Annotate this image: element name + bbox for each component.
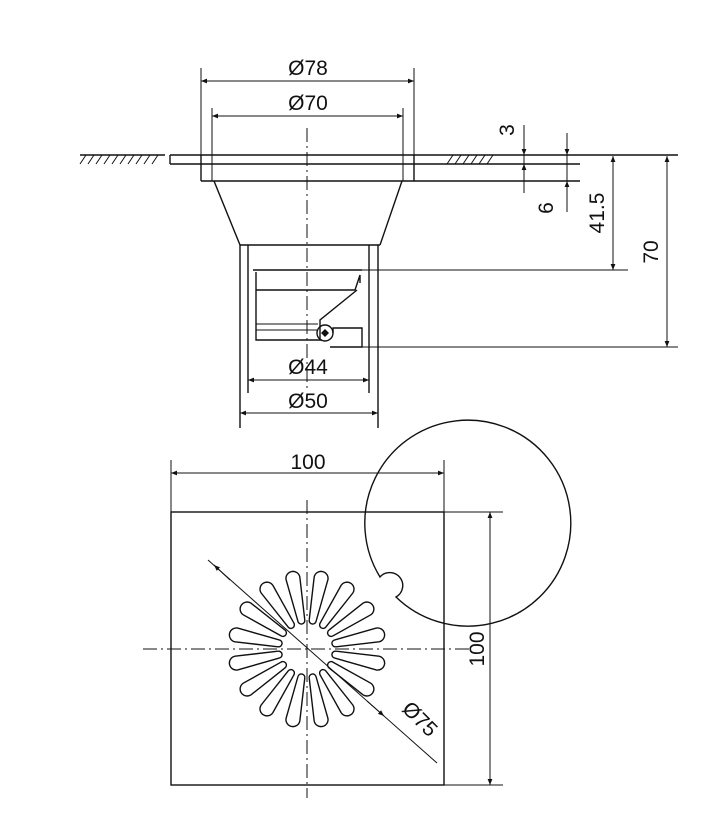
hatch-stroke: [446, 154, 454, 165]
top-view: 100 100 Ø75: [143, 419, 572, 798]
grate-slot: [228, 650, 283, 671]
grate-slots: [228, 570, 386, 728]
hatch-stroke: [119, 154, 127, 165]
hatch-stroke: [87, 154, 95, 165]
hatch-stroke: [143, 154, 151, 165]
grate-slot: [318, 581, 355, 630]
hatch-stroke: [135, 154, 143, 165]
grate-slot: [239, 660, 288, 697]
dim-height-41-5: 41.5: [362, 156, 628, 271]
hatch-stroke: [103, 154, 111, 165]
grate-slot: [326, 601, 375, 638]
hatch-stroke: [79, 154, 87, 165]
dim-width-100: 100: [170, 451, 445, 512]
dim-height-70: 70: [330, 156, 678, 348]
dim-label-3: 3: [496, 124, 519, 136]
dim-label-41-5: 41.5: [586, 193, 609, 234]
dim-diameter-50: Ø50: [240, 390, 378, 416]
grate-slot: [259, 581, 296, 630]
grate-slot: [331, 627, 386, 648]
hatch-stroke: [454, 154, 462, 165]
hatch-stroke: [486, 154, 494, 165]
dim-label-75: Ø75: [397, 697, 441, 741]
dim-label-height: 100: [466, 631, 489, 666]
dim-height-100: 100: [444, 511, 503, 786]
dim-label-78: Ø78: [288, 57, 328, 80]
drain-cone: [213, 180, 403, 246]
dim-diameter-44: Ø44: [248, 356, 369, 383]
grate-slot: [259, 668, 296, 717]
hatch-stroke: [478, 154, 486, 165]
floor-hatch-left: [79, 154, 159, 165]
grate-slot: [239, 601, 288, 638]
dim-diameter-78: Ø78: [200, 57, 415, 155]
grate-slot: [228, 627, 283, 648]
grate-slot: [326, 660, 375, 697]
grate-slot: [285, 570, 306, 625]
hatch-stroke: [151, 154, 159, 165]
hinge-pin-icon: [321, 329, 329, 337]
dim-diameter-70: Ø70: [211, 92, 404, 181]
drain-flange: [200, 155, 580, 182]
hatch-stroke: [95, 154, 103, 165]
grate-slot: [318, 668, 355, 717]
hatch-stroke: [111, 154, 119, 165]
round-grate-outline: [364, 419, 572, 627]
floor-hatch-right: [446, 154, 494, 165]
dim-height-3: 3: [496, 124, 527, 193]
hatch-stroke: [470, 154, 478, 165]
hatch-stroke: [127, 154, 135, 165]
dim-label-44: Ø44: [288, 356, 328, 379]
grate-slot: [308, 570, 329, 625]
grate-slot: [308, 673, 329, 728]
side-view: Ø78 Ø70 Ø44 Ø50 3: [79, 57, 678, 428]
grate-slot: [331, 650, 386, 671]
grate-slot: [285, 673, 306, 728]
dim-label-70-height: 70: [640, 240, 663, 263]
floor-line: [80, 154, 678, 165]
dim-label-50: Ø50: [288, 390, 328, 413]
dim-label-6: 6: [535, 202, 558, 214]
dim-label-width: 100: [290, 451, 325, 474]
dim-height-6: 6: [535, 133, 570, 214]
dim-label-70-diameter: Ø70: [288, 92, 328, 115]
hatch-stroke: [462, 154, 470, 165]
